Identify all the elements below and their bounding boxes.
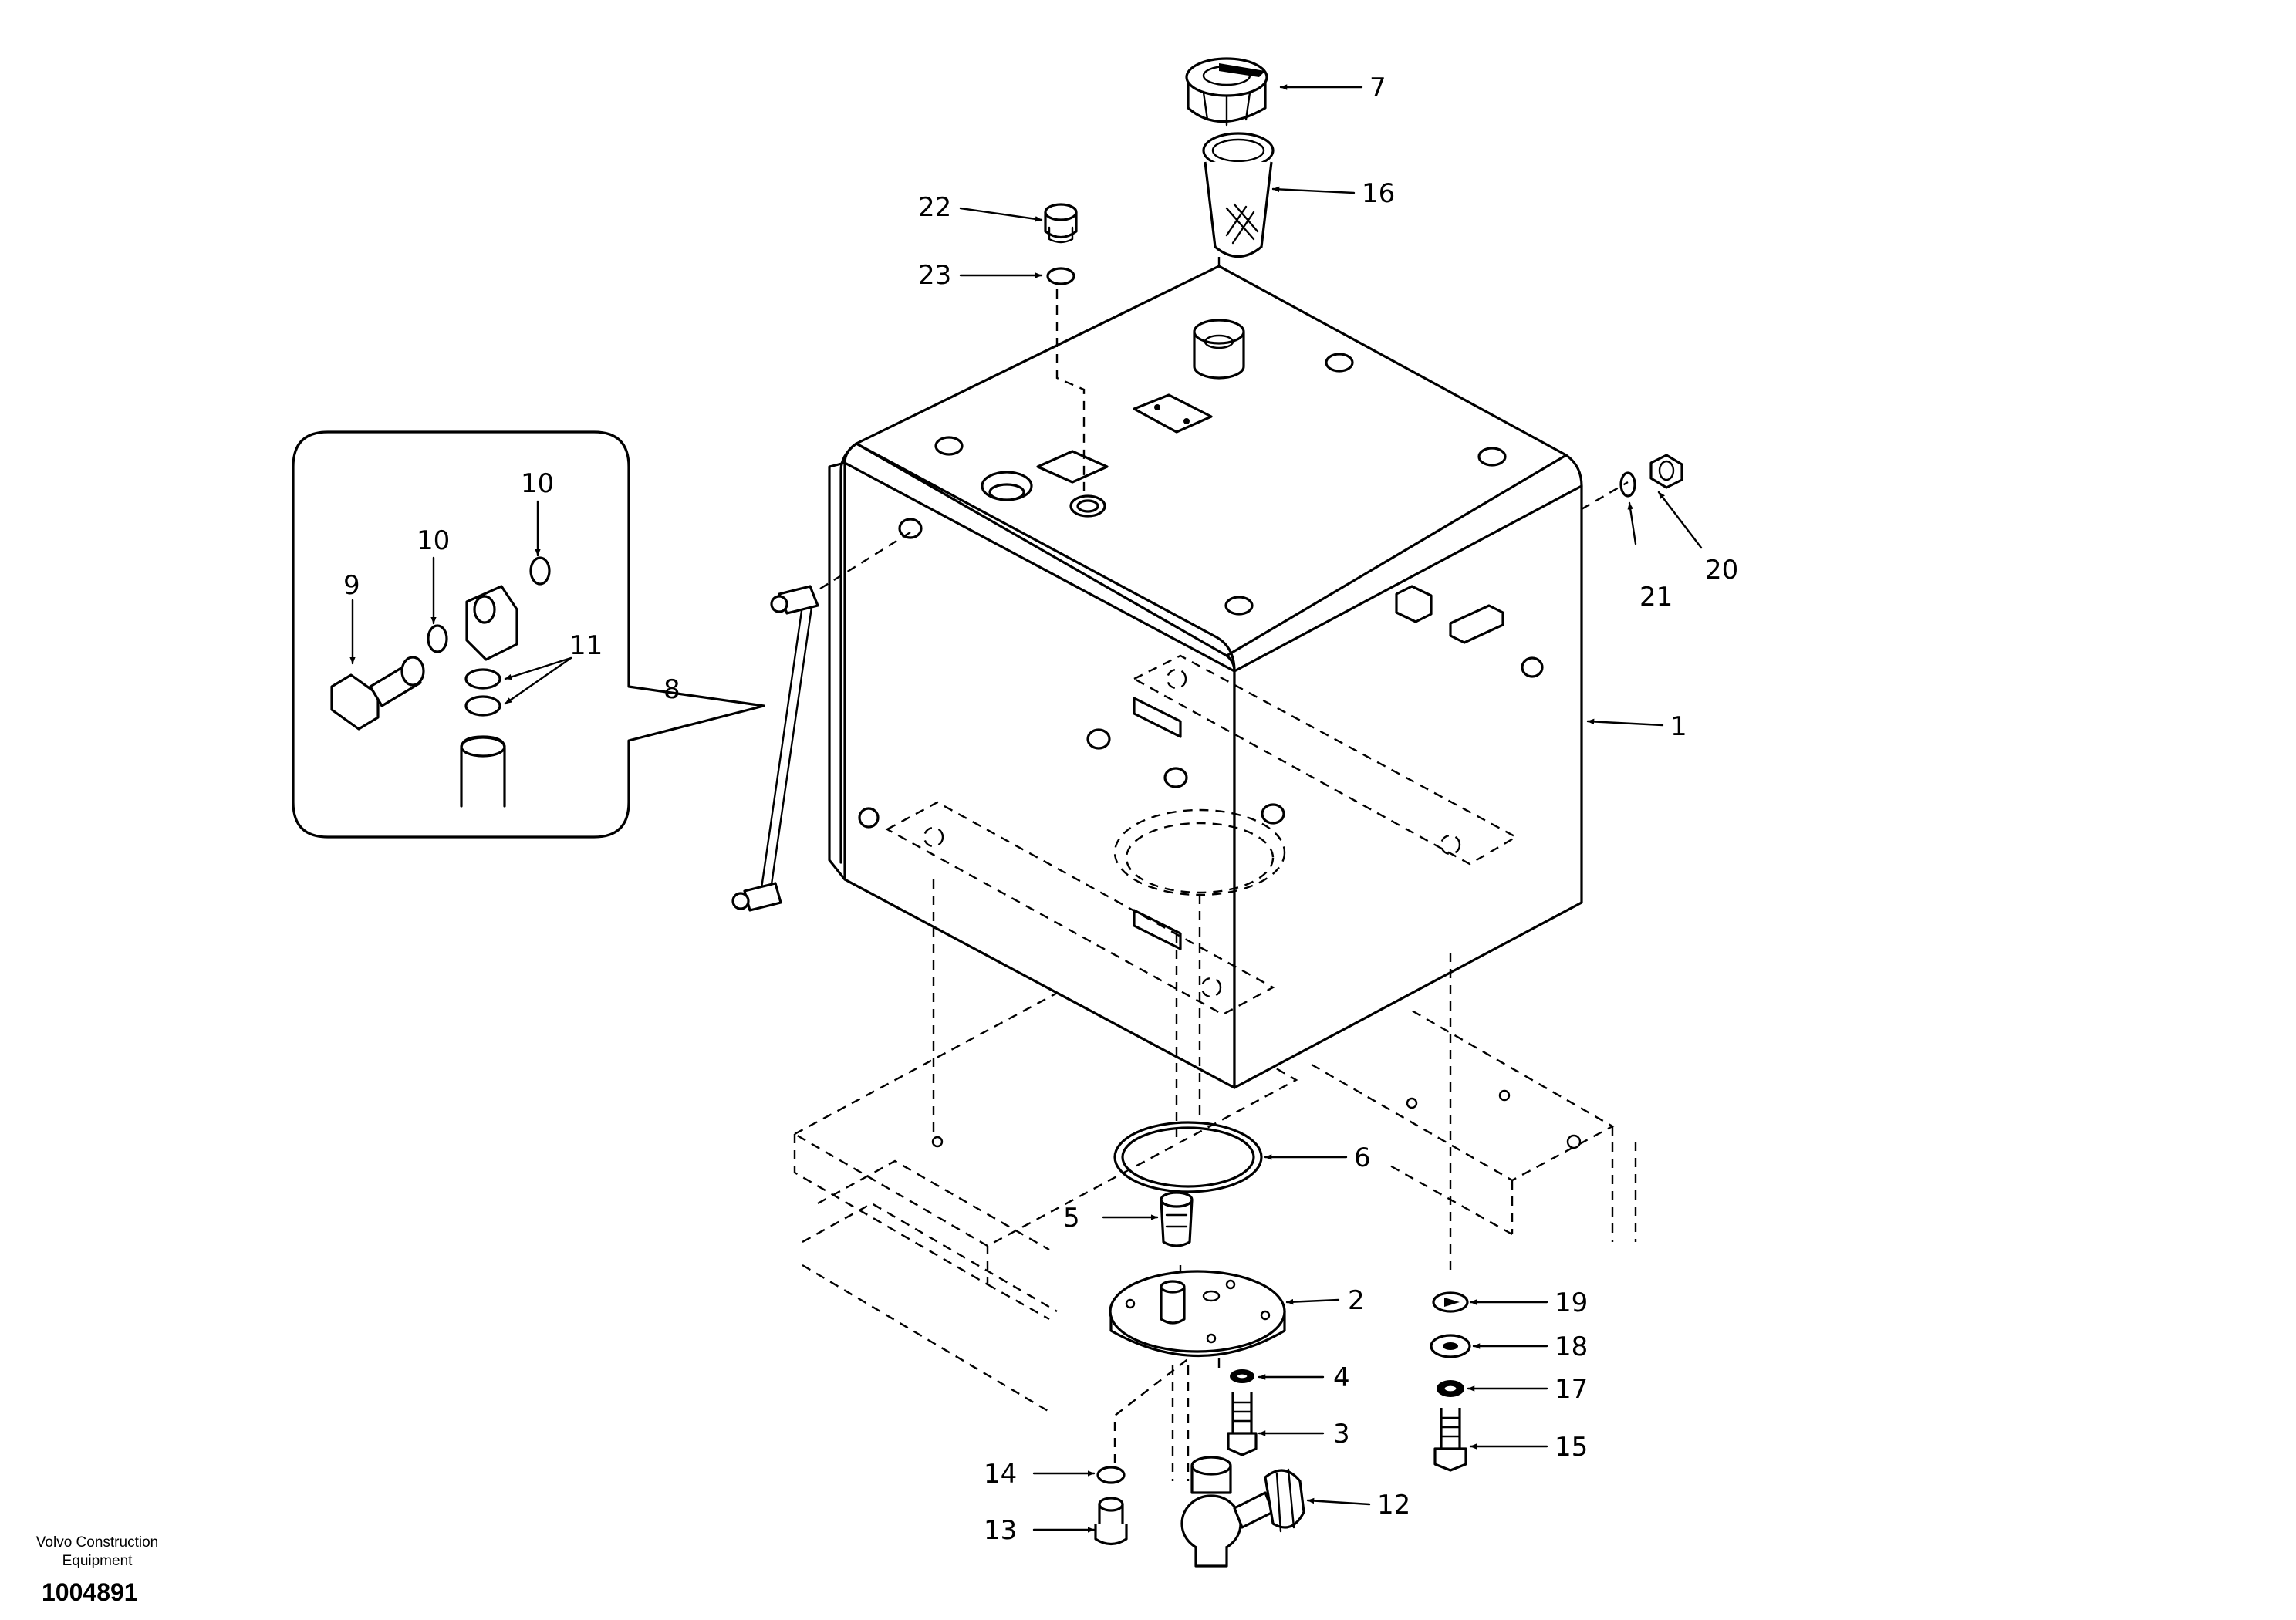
label-part-10b: 10 [521,468,554,499]
o-ring-6-inner [1121,1126,1255,1188]
detail-callout [292,430,765,839]
brand-caption: Volvo Construction Equipment [15,1534,179,1571]
leader-arrows [349,84,1703,1533]
washer-19 [1432,1291,1469,1313]
label-part-22: 22 [918,192,951,223]
suction-strainer-5 [1160,1191,1194,1247]
label-part-3: 3 [1333,1419,1350,1450]
boss-fittings [858,353,1544,829]
plug-13 [1094,1497,1128,1546]
plug-20 [1649,454,1683,489]
washer-21 [1619,471,1636,498]
label-part-10a: 10 [417,525,450,556]
strainer [1202,132,1275,258]
label-part-12: 12 [1377,1490,1410,1520]
label-part-16: 16 [1362,178,1395,209]
brand-line-1: Volvo Construction [35,1534,159,1551]
washer-23 [1046,267,1075,285]
plug-22 [1044,203,1078,244]
filler-cap [1185,57,1268,127]
level-gauge [731,585,819,912]
label-part-5: 5 [1063,1203,1080,1234]
label-part-13: 13 [984,1515,1017,1546]
assembly-lines [817,204,1629,1481]
cover-plate-2 [1109,1270,1286,1358]
label-part-7: 7 [1369,73,1386,103]
banjo-bolt [330,656,425,731]
label-part-8: 8 [663,674,680,705]
brand-line-2: Equipment [62,1553,133,1569]
label-part-1: 1 [1670,711,1687,742]
label-part-4: 4 [1333,1362,1350,1393]
hydraulic-tank [828,265,1583,1089]
bolt-15 [1433,1408,1467,1472]
washer-18 [1430,1334,1471,1358]
label-part-18: 18 [1555,1331,1588,1362]
bolt-3 [1227,1392,1258,1456]
washer-17 [1437,1380,1464,1397]
eye-fitting [465,585,518,661]
label-part-2: 2 [1348,1285,1365,1316]
label-part-19: 19 [1555,1288,1588,1318]
part-labels: 7 16 22 23 20 21 1 6 5 2 4 3 14 13 12 19… [343,73,1738,1546]
label-part-17: 17 [1555,1374,1588,1405]
washer-14 [1096,1466,1126,1484]
label-part-15: 15 [1555,1432,1588,1463]
label-part-23: 23 [918,260,951,291]
o-ring-6 [1113,1121,1263,1193]
drain-valve-12 [1180,1456,1305,1568]
document-number: 1004891 [42,1578,138,1606]
label-part-9: 9 [343,570,360,601]
label-part-20: 20 [1705,555,1738,586]
label-part-6: 6 [1354,1142,1371,1173]
label-part-14: 14 [984,1459,1017,1490]
label-part-21: 21 [1639,582,1673,613]
label-part-11: 11 [569,630,603,661]
